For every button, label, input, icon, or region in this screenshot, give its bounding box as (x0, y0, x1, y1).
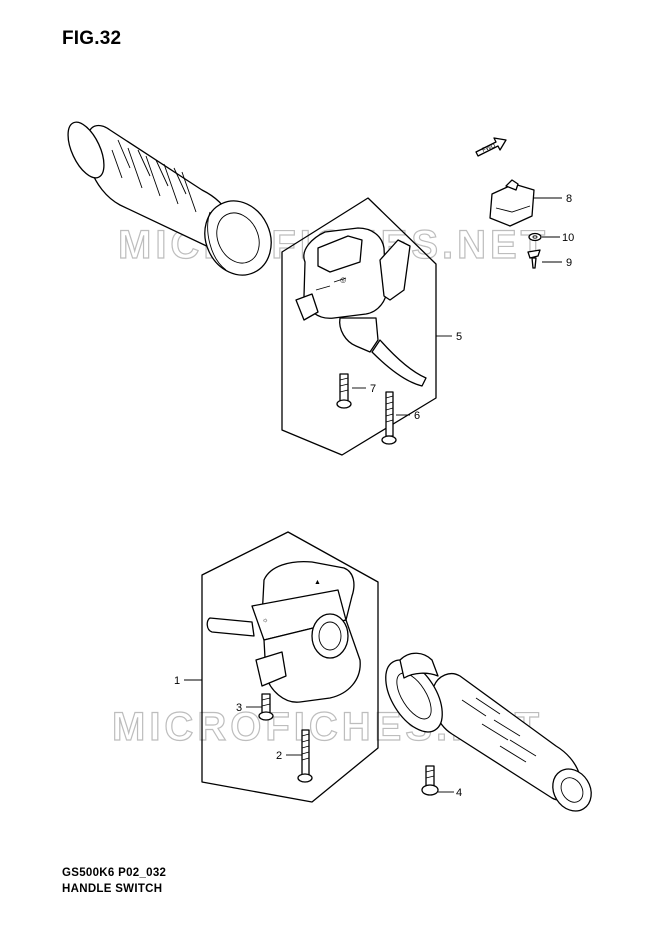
callout-3: 3 (236, 702, 242, 714)
callout-5: 5 (456, 331, 462, 343)
right-handlebar-switch[interactable]: ◎ (295, 227, 427, 387)
fwd-label: FWD (482, 143, 498, 154)
callout-4: 4 (456, 787, 462, 799)
left-handlebar-grip[interactable] (61, 117, 283, 286)
callout-9: 9 (566, 257, 572, 269)
screw-9[interactable] (527, 249, 541, 269)
callout-10: 10 (562, 232, 574, 244)
assembly-outline-upper (281, 197, 437, 456)
model-code: GS500K6 P02_032 (62, 867, 167, 879)
switch-unit-8[interactable] (489, 179, 535, 227)
switch-symbol: ◎ (340, 276, 346, 284)
assembly-outline-lower (201, 531, 379, 803)
figure-title: FIG.32 (62, 28, 122, 49)
callout-7: 7 (370, 383, 376, 395)
washer-10[interactable] (528, 232, 542, 242)
screw-6[interactable] (381, 391, 397, 445)
forward-direction-arrow: FWD (475, 137, 507, 157)
switch-symbol-arrow: ▲ (314, 579, 321, 586)
switch-symbol-light: ☼ (262, 617, 268, 624)
callout-8: 8 (566, 193, 572, 205)
right-handlebar-grip[interactable] (374, 650, 599, 818)
screw-4[interactable] (421, 765, 439, 796)
section-name: HANDLE SWITCH (62, 883, 163, 895)
callout-1: 1 (174, 675, 180, 687)
screw-7[interactable] (336, 373, 352, 409)
left-handlebar-switch[interactable]: ☼ ▲ (206, 560, 361, 703)
callout-6: 6 (414, 410, 420, 422)
screw-2[interactable] (297, 729, 313, 783)
callout-2: 2 (276, 750, 282, 762)
screw-3[interactable] (258, 693, 274, 721)
